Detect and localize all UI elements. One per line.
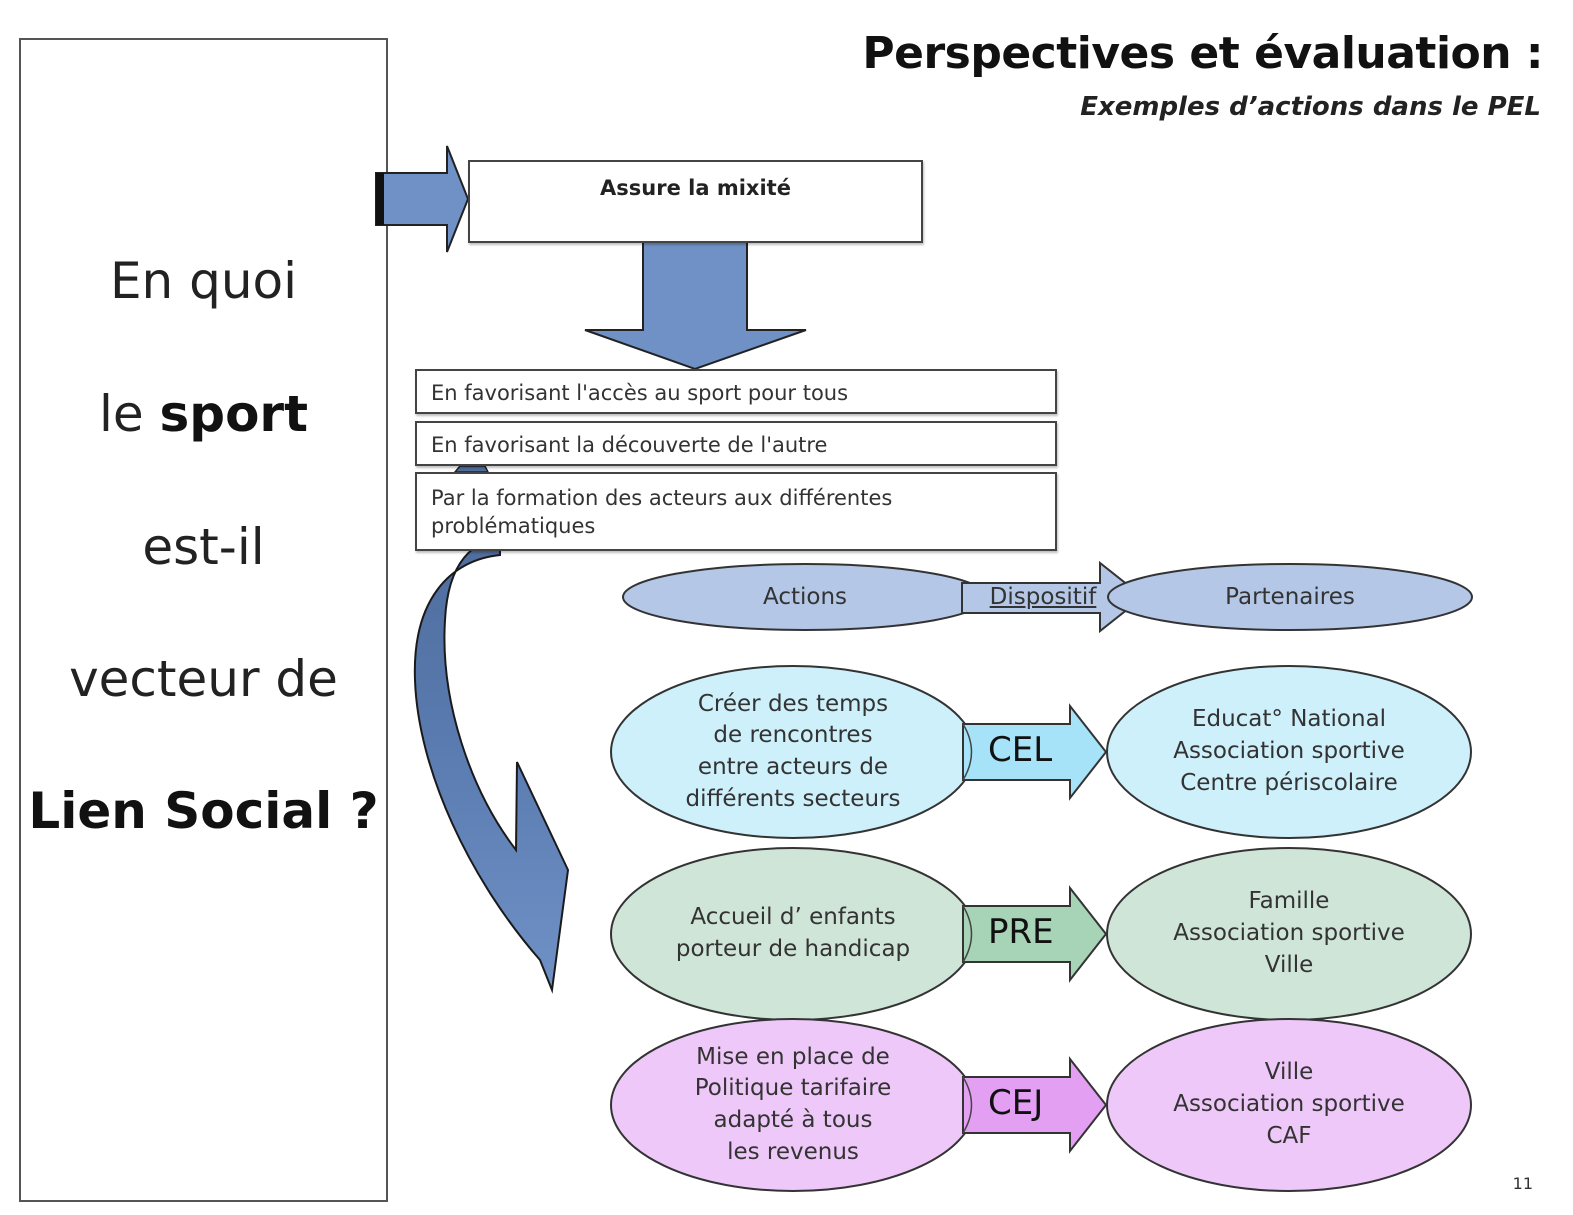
- partner-item: Association sportive: [1173, 1091, 1405, 1118]
- arrow-right-icon: [375, 145, 470, 253]
- means-label: Par la formation des acteurs aux différe…: [431, 486, 893, 539]
- action-label-line: entre acteurs de: [697, 754, 889, 780]
- question-line-3: est-il: [142, 518, 265, 576]
- partner-item: Famille: [1248, 888, 1330, 915]
- partner-item: Centre périscolaire: [1180, 769, 1398, 796]
- legend-partenaires-label: Partenaires: [1225, 584, 1355, 611]
- action-label: Créer des temps de rencontres entre acteur…: [611, 666, 975, 838]
- dispositif-arrow-overlap: [962, 1076, 973, 1134]
- partner-item: CAF: [1266, 1122, 1312, 1149]
- question-line-5: Lien Social ?: [28, 782, 379, 840]
- page-number: 11: [1512, 1174, 1533, 1193]
- goal-label: Assure la mixité: [600, 176, 791, 200]
- partner-item: Association sportive: [1173, 738, 1405, 765]
- action-label-line: les revenus: [727, 1138, 859, 1165]
- dispositif-arrow: [962, 703, 1108, 801]
- question-panel: En quoi le sport est-il vecteur de Lien …: [19, 38, 388, 1202]
- means-box: Par la formation des acteurs aux différe…: [415, 472, 1057, 551]
- action-label-line: porteur de handicap: [675, 936, 911, 962]
- action-label-line: de rencontres: [713, 722, 873, 749]
- partner-item: Educat° National: [1191, 706, 1387, 733]
- action-label-line: Politique tarifaire: [694, 1075, 892, 1102]
- partner-item: Ville: [1264, 951, 1314, 978]
- legend-partenaires-ellipse: [1107, 563, 1473, 631]
- partner-ellipse: [1106, 1018, 1472, 1192]
- question-line-2-prefix: le: [98, 385, 160, 443]
- legend-actions-label: Actions: [762, 584, 847, 611]
- action-label: Mise en place de Politique tarifaire adapt…: [611, 1019, 975, 1191]
- action-label-line: Créer des temps: [697, 690, 889, 717]
- dispositif-label: PRE: [988, 912, 1054, 952]
- goal-box: Assure la mixité: [468, 160, 923, 243]
- arrow-tail-mark: [376, 173, 384, 225]
- question-line-2: le sport: [21, 385, 386, 443]
- action-label-line: Accueil d’ enfants: [690, 904, 896, 931]
- action-label: Accueil d’ enfants porteur de handicap: [611, 848, 975, 1020]
- legend-dispositif-arrow: [961, 560, 1145, 634]
- curved-arrow-icon: [413, 538, 570, 994]
- partner-ellipse: [1106, 665, 1472, 839]
- question-line-4: vecteur de: [69, 650, 338, 708]
- question-keyword-sport: sport: [159, 385, 308, 443]
- dispositif-label: CEJ: [988, 1083, 1044, 1123]
- action-label-line: adapté à tous: [713, 1107, 873, 1133]
- legend-dispositif-label: Dispositif: [989, 584, 1097, 611]
- means-label: En favorisant l'accès au sport pour tous: [431, 381, 849, 405]
- dispositif-arrow: [962, 1056, 1108, 1154]
- partner-item: Association sportive: [1173, 920, 1405, 947]
- dispositif-arrow: [962, 885, 1108, 983]
- partner-item: Ville: [1264, 1059, 1314, 1086]
- dispositif-arrow-overlap: [962, 905, 973, 963]
- means-box: En favorisant la découverte de l'autre: [415, 421, 1057, 466]
- dispositif-label: CEL: [988, 730, 1053, 770]
- question-line-1: En quoi: [109, 252, 298, 310]
- dispositif-arrow-overlap: [962, 723, 973, 781]
- means-label: En favorisant la découverte de l'autre: [431, 433, 828, 457]
- slide-subtitle: Exemples d’actions dans le PEL: [1080, 92, 1541, 122]
- action-label-line: différents secteurs: [685, 785, 901, 812]
- slide-title: Perspectives et évaluation :: [862, 28, 1543, 79]
- action-label-line: Mise en place de: [696, 1043, 890, 1070]
- means-box: En favorisant l'accès au sport pour tous: [415, 369, 1057, 414]
